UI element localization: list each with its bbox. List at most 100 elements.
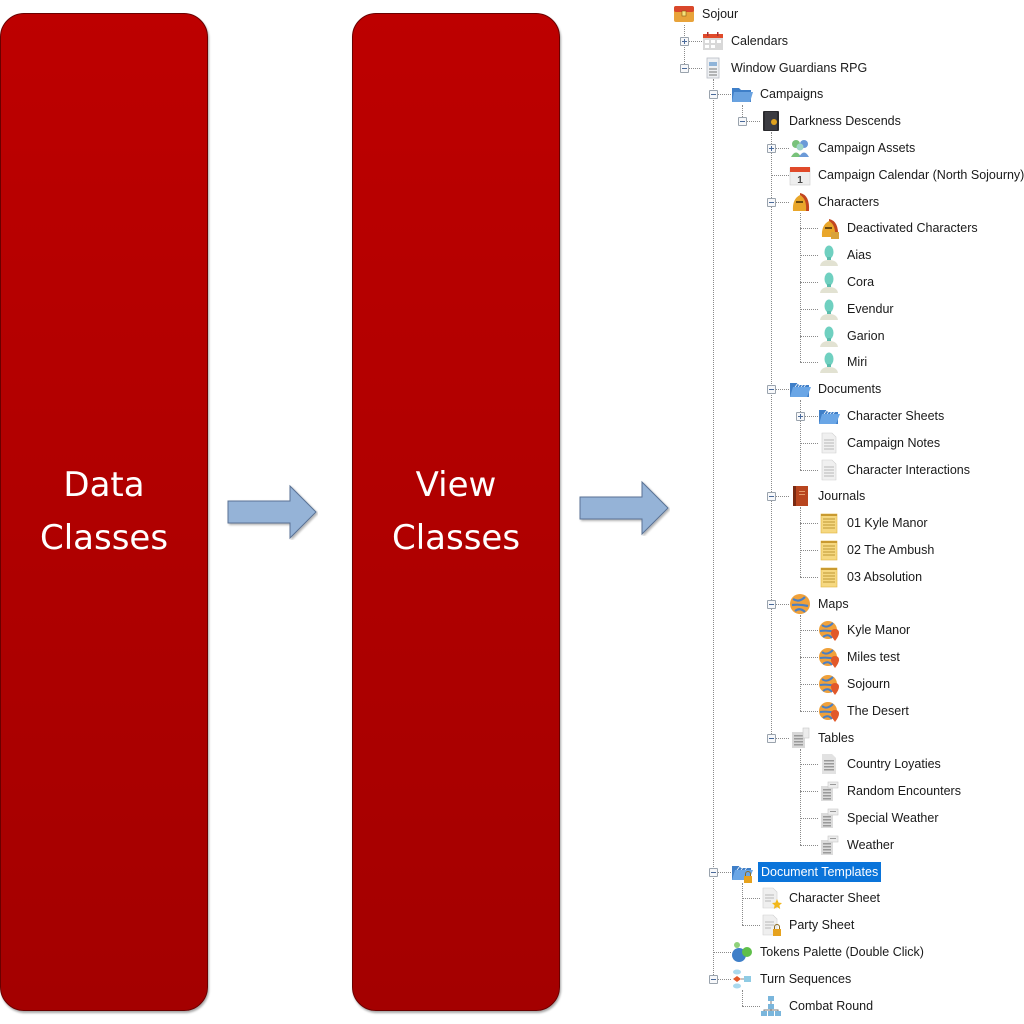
tree-connector-line [713, 94, 731, 96]
tree-connector-line [800, 576, 818, 578]
tree-node-country-loyaties[interactable]: Country Loyaties [818, 753, 943, 775]
tree-node-map-miles[interactable]: Miles test [818, 646, 902, 669]
tree-node-j01[interactable]: 01 Kyle Manor [818, 512, 930, 534]
tree-connector-line [800, 212, 801, 363]
tree-connector-line [771, 389, 789, 391]
tree-node-cora[interactable]: Cora [818, 271, 876, 293]
tree-connector-line [800, 400, 801, 470]
tree-node-label: Weather [847, 837, 895, 852]
tree-node-random-encounters[interactable]: Random Encounters [818, 780, 963, 802]
open-folder-icon [818, 405, 840, 427]
collapse-toggle[interactable] [680, 63, 689, 73]
tree-connector-line [800, 523, 818, 525]
collapse-toggle[interactable] [709, 90, 718, 100]
tree-connector-line [800, 442, 818, 444]
collapse-toggle[interactable] [709, 974, 718, 984]
helmet-locked-icon [818, 217, 840, 240]
tree-node-documents[interactable]: Documents [789, 378, 883, 400]
tree-connector-line [800, 748, 801, 845]
expand-toggle[interactable] [680, 36, 689, 46]
tree-node-special-weather[interactable]: Special Weather [818, 807, 941, 829]
collapse-toggle[interactable] [767, 599, 776, 609]
tree-node-map-kyle[interactable]: Kyle Manor [818, 619, 912, 642]
collapse-toggle[interactable] [767, 385, 776, 395]
tree-node-label: Miles test [847, 650, 900, 665]
tree-connector-line [800, 844, 818, 846]
tree-connector-line [800, 469, 818, 471]
tree-node-tokens-palette[interactable]: Tokens Palette (Double Click) [731, 941, 926, 963]
table-linked-icon [818, 780, 840, 802]
globe-pin-icon [818, 646, 840, 669]
tree-node-j02[interactable]: 02 The Ambush [818, 539, 936, 561]
tree-node-weather[interactable]: Weather [818, 834, 896, 856]
document-icon [818, 459, 840, 481]
folder-locked-icon [731, 861, 753, 883]
tree-node-combat-round[interactable]: Combat Round [760, 995, 875, 1017]
treasure-chest-icon [673, 3, 695, 25]
tree-node-darkness-descends[interactable]: Darkness Descends [760, 110, 903, 132]
tree-connector-line [771, 737, 789, 739]
tree-node-label: Deactivated Characters [847, 221, 978, 236]
tree-node-j03[interactable]: 03 Absolution [818, 566, 924, 588]
notepad-icon [818, 512, 840, 534]
tree-connector-line [771, 603, 789, 605]
tree-node-label: 01 Kyle Manor [847, 516, 928, 531]
expand-toggle[interactable] [796, 412, 805, 421]
expand-toggle[interactable] [767, 144, 776, 153]
collapse-toggle[interactable] [709, 867, 718, 877]
tree-node-garion[interactable]: Garion [818, 325, 887, 347]
tree-node-deactivated-characters[interactable]: Deactivated Characters [818, 217, 980, 240]
tree-node-aias[interactable]: Aias [818, 244, 873, 267]
tree-connector-line [800, 335, 818, 337]
character-icon [818, 244, 840, 267]
tree-node-label: Evendur [847, 301, 894, 316]
svg-text:1: 1 [797, 175, 803, 186]
tree-node-characters[interactable]: Characters [789, 191, 881, 213]
tree-node-label: Campaign Assets [818, 141, 916, 155]
tree-connector-line [800, 507, 801, 577]
tree-node-evendur[interactable]: Evendur [818, 298, 896, 320]
tree-node-sojour[interactable]: Sojour [673, 3, 740, 25]
notepad-icon [818, 539, 840, 561]
tree-node-campaign-assets[interactable]: Campaign Assets [789, 137, 917, 159]
collapse-toggle[interactable] [767, 733, 776, 743]
tree-node-party-sheet[interactable]: Party Sheet [760, 914, 856, 937]
tree-node-label: Campaigns [760, 87, 824, 102]
tree-node-character-sheet[interactable]: Character Sheet [760, 887, 882, 910]
tree-node-map-desert[interactable]: The Desert [818, 700, 911, 722]
tree-node-character-interactions[interactable]: Character Interactions [818, 459, 972, 481]
tree-node-turn-sequences[interactable]: Turn Sequences [731, 968, 853, 990]
tree-connector-line [800, 791, 818, 793]
tree-node-campaign-notes[interactable]: Campaign Notes [818, 432, 942, 454]
tree-connector-line [684, 67, 702, 69]
tree-node-tables[interactable]: Tables [789, 727, 856, 749]
tree-node-label: Campaign Notes [847, 435, 941, 450]
tree-node-map-sojourn[interactable]: Sojourn [818, 673, 892, 695]
collapse-toggle[interactable] [738, 117, 747, 127]
folder-icon [731, 83, 753, 105]
tree-connector-line [800, 282, 818, 283]
tree-connector-line [713, 952, 731, 953]
data-classes-panel: Data Classes [0, 13, 208, 1011]
tree-node-maps[interactable]: Maps [789, 593, 851, 615]
tree-connector-line [742, 1005, 760, 1007]
tree-connector-line [742, 898, 760, 900]
tree-node-miri[interactable]: Miri [818, 351, 869, 374]
tree-node-label: Cora [847, 275, 875, 289]
tree-node-character-sheets[interactable]: Character Sheets [818, 405, 946, 427]
arrow-right-icon [579, 480, 669, 536]
tree-connector-line [742, 989, 743, 1006]
tree-node-campaigns[interactable]: Campaigns [731, 83, 825, 105]
tree-node-label: Country Loyaties [847, 757, 941, 772]
tree-node-journals[interactable]: Journals [789, 485, 867, 507]
collapse-toggle[interactable] [767, 492, 776, 502]
tree-node-window-guardians[interactable]: Window Guardians RPG [702, 57, 869, 79]
tree-connector-line [800, 684, 818, 685]
collapse-toggle[interactable] [767, 197, 776, 207]
tree-connector-line [800, 710, 818, 712]
tree-node-document-templates[interactable]: Document Templates [731, 861, 882, 883]
tree-node-calendars[interactable]: Calendars [702, 30, 790, 52]
journal-book-icon [789, 485, 811, 507]
tree-connector-line [713, 78, 714, 979]
